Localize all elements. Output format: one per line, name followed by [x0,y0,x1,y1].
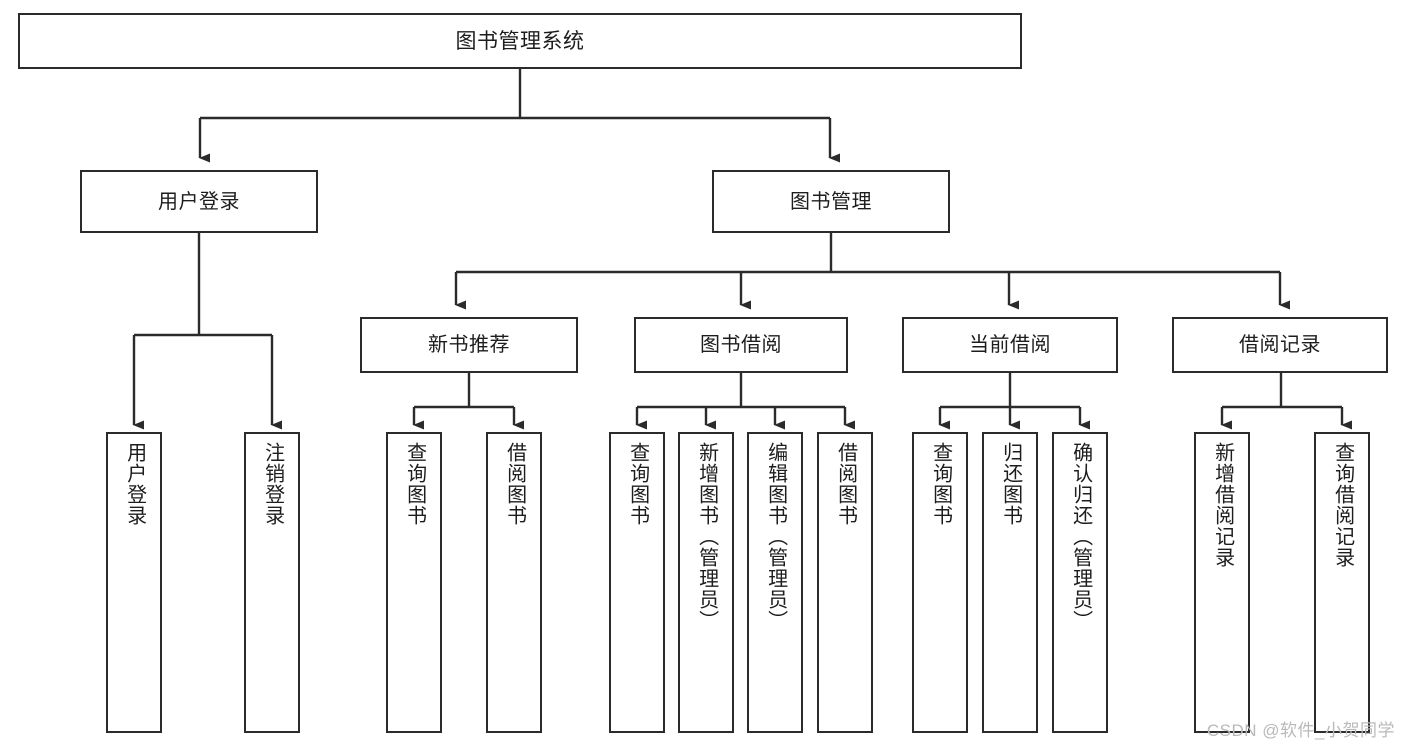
leaf-recommend-borrow-book[interactable]: 借阅图书 [486,432,542,733]
csdn-watermark: CSDN @软件_小贺同学 [1206,721,1395,740]
leaf-borrow-borrow-book[interactable]: 借阅图书 [817,432,873,733]
leaf-borrow-edit-book-admin[interactable]: 编辑图书（管理员） [747,432,803,733]
leaf-current-return-book[interactable]: 归还图书 [982,432,1038,733]
node-label: 注销登录 [261,442,284,526]
leaf-user-logout[interactable]: 注销登录 [244,432,300,733]
node-book-borrow[interactable]: 图书借阅 [634,317,848,373]
node-label: 新书推荐 [428,334,510,356]
node-label: 图书管理 [790,190,872,213]
node-label: 新增借阅记录 [1211,442,1234,568]
node-label: 新增图书（管理员） [695,442,718,631]
node-label: 确认归还（管理员） [1069,442,1092,631]
leaf-current-confirm-return-admin[interactable]: 确认归还（管理员） [1052,432,1108,733]
leaf-borrow-query-book[interactable]: 查询图书 [609,432,665,733]
node-user-login[interactable]: 用户登录 [80,170,318,233]
node-label: 借阅图书 [503,442,526,526]
leaf-record-query-record[interactable]: 查询借阅记录 [1314,432,1370,733]
node-label: 查询图书 [626,442,649,526]
leaf-borrow-add-book-admin[interactable]: 新增图书（管理员） [678,432,734,733]
node-label: 用户登录 [158,190,240,213]
leaf-record-add-record[interactable]: 新增借阅记录 [1194,432,1250,733]
node-label: 当前借阅 [969,334,1051,356]
node-label: 借阅记录 [1239,334,1321,356]
node-label: 查询借阅记录 [1331,442,1354,568]
node-current-borrow[interactable]: 当前借阅 [902,317,1118,373]
node-label: 查询图书 [929,442,952,526]
node-label: 图书管理系统 [455,29,585,53]
node-root-system[interactable]: 图书管理系统 [18,13,1022,69]
leaf-recommend-query-book[interactable]: 查询图书 [386,432,442,733]
node-borrow-record[interactable]: 借阅记录 [1172,317,1388,373]
leaf-user-login[interactable]: 用户登录 [106,432,162,733]
node-label: 图书借阅 [700,334,782,356]
node-label: 归还图书 [999,442,1022,526]
leaf-current-query-book[interactable]: 查询图书 [912,432,968,733]
node-label: 编辑图书（管理员） [764,442,787,631]
node-label: 查询图书 [403,442,426,526]
node-new-book-recommend[interactable]: 新书推荐 [360,317,578,373]
node-label: 用户登录 [123,442,146,526]
node-label: 借阅图书 [834,442,857,526]
node-book-management[interactable]: 图书管理 [712,170,950,233]
